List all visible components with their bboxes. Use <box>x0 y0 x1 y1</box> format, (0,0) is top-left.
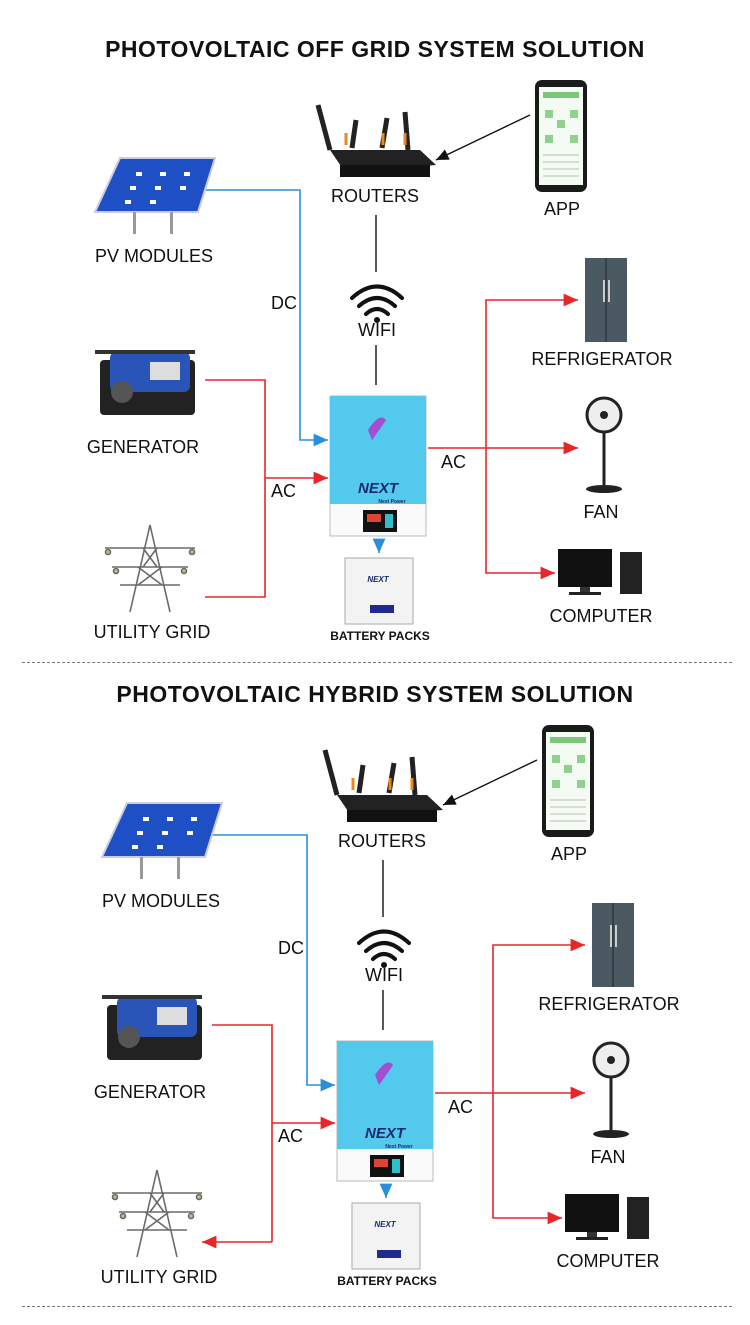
utility-label: UTILITY GRID <box>93 622 211 642</box>
inverter-brand-sub: Next Power <box>385 1144 412 1150</box>
fan-icon <box>585 396 623 493</box>
section-divider-bottom <box>22 1306 732 1307</box>
refrigerator-icon <box>585 258 627 342</box>
battery-brand: NEXT <box>374 1220 396 1229</box>
inverter-brand: NEXT <box>365 1125 407 1142</box>
utility-label: UTILITY GRID <box>100 1267 218 1287</box>
section-divider-top <box>22 662 732 663</box>
refrigerator-icon <box>592 903 634 987</box>
ac-out-fridge <box>492 938 585 1093</box>
ac-in-label: AC <box>278 1126 304 1146</box>
bottom-title: PHOTOVOLTAIC HYBRID SYSTEM SOLUTION <box>116 681 634 707</box>
app-router-line <box>442 759 538 806</box>
battery-label: BATTERY PACKS <box>330 629 430 643</box>
router-icon <box>315 104 436 177</box>
app-router-line <box>435 114 531 161</box>
generator-icon <box>95 350 195 415</box>
pv-label: PV MODULES <box>101 891 221 911</box>
wifi-label: WIFI <box>365 965 403 985</box>
router-icon <box>322 749 443 822</box>
utility-tower-icon <box>104 524 196 613</box>
ac-out-fridge <box>485 293 578 448</box>
battery-icon: NEXT <box>344 557 414 625</box>
phone-app-icon <box>535 80 587 192</box>
dc-label: DC <box>278 938 304 958</box>
bottom-connections <box>202 759 585 1249</box>
dc-line <box>205 189 328 447</box>
wifi-icon <box>350 284 404 323</box>
wifi-label: WIFI <box>358 320 396 340</box>
fan-label: FAN <box>583 502 619 522</box>
inverter-brand-sub: Next Power <box>378 499 405 505</box>
app-label: APP <box>543 199 581 219</box>
battery-label: BATTERY PACKS <box>337 1274 437 1288</box>
ac-line-vertical <box>212 1024 273 1242</box>
dc-line <box>212 834 335 1092</box>
dc-label: DC <box>271 293 297 313</box>
bottom-diagram: NEXT Next Power NEXT <box>100 725 649 1270</box>
inverter-brand: NEXT <box>358 480 400 497</box>
wifi-icon <box>357 929 411 968</box>
ac-in-line <box>205 379 266 598</box>
battery-icon: NEXT <box>351 1202 421 1270</box>
refrigerator-label: REFRIGERATOR <box>531 349 673 369</box>
solar-panel-icon <box>93 157 217 234</box>
computer-label: COMPUTER <box>549 606 653 626</box>
inverter-icon <box>329 395 427 537</box>
generator-icon <box>102 995 202 1060</box>
app-label: APP <box>550 844 588 864</box>
generator-label: GENERATOR <box>86 437 200 457</box>
computer-icon <box>565 1194 649 1240</box>
ac-out-computer <box>492 1093 562 1225</box>
generator-label: GENERATOR <box>93 1082 207 1102</box>
top-diagram: NEXT Next Power NEXT <box>93 80 642 625</box>
ac-out-computer <box>485 448 555 580</box>
top-connections <box>205 114 578 598</box>
solar-panel-icon <box>100 802 224 879</box>
ac-out-label: AC <box>448 1097 474 1117</box>
battery-brand: NEXT <box>367 575 389 584</box>
routers-label: ROUTERS <box>330 186 420 206</box>
ac-out-label: AC <box>441 452 467 472</box>
top-title: PHOTOVOLTAIC OFF GRID SYSTEM SOLUTION <box>105 36 645 62</box>
utility-tower-icon <box>111 1169 203 1258</box>
fan-icon <box>592 1041 630 1138</box>
phone-app-icon <box>542 725 594 837</box>
pv-label: PV MODULES <box>94 246 214 266</box>
ac-in-label: AC <box>271 481 297 501</box>
computer-label: COMPUTER <box>556 1251 660 1271</box>
routers-label: ROUTERS <box>337 831 427 851</box>
refrigerator-label: REFRIGERATOR <box>538 994 680 1014</box>
computer-icon <box>558 549 642 595</box>
fan-label: FAN <box>590 1147 626 1167</box>
inverter-icon <box>336 1040 434 1182</box>
